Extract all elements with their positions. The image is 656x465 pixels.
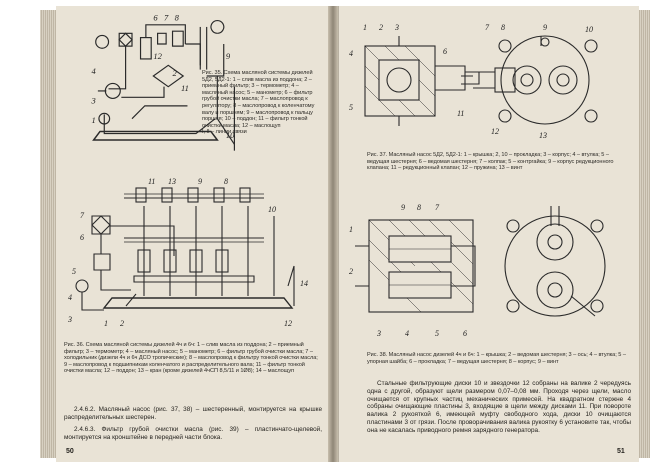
fig36-label-2: 2 [120, 319, 124, 328]
fig36-label-7: 7 [80, 211, 85, 220]
fig35-label-10: 10 [226, 130, 235, 140]
fig38-diagram: 9 8 7 1 2 3 4 5 6 [349, 203, 606, 338]
fig35-label-8: 8 [175, 13, 180, 23]
fig38-label-2: 2 [349, 267, 353, 276]
fig37-label-10: 10 [585, 25, 593, 34]
book-gutter [328, 6, 338, 462]
fig36-label-14: 14 [300, 279, 308, 288]
fig37-label-7: 7 [485, 23, 490, 32]
fig35-label-12: 12 [153, 51, 162, 61]
fig37-label-6: 6 [443, 47, 447, 56]
fig38-label-3: 3 [376, 329, 381, 338]
page-edges-left [40, 10, 56, 458]
fig35-label-6: 6 [153, 13, 158, 23]
fig35-label-9: 9 [226, 51, 231, 61]
fig38-caption: Рис. 38. Масляный насос дизелей 4ч и 6ч:… [367, 352, 626, 365]
left-paragraph-1: 2.4.6.2. Масляный насос (рис. 37, 38) – … [64, 406, 322, 421]
left-page: 6 7 8 4 3 1 2 9 10 11 12 Рис. 35. Схема … [56, 6, 329, 462]
right-paragraph-1: Стальные фильтрующие диски 10 и звездочк… [367, 380, 631, 434]
fig38-label-5: 5 [435, 329, 439, 338]
fig37-label-9: 9 [543, 23, 547, 32]
fig35-label-7: 7 [164, 13, 169, 23]
fig37-label-5: 5 [349, 103, 353, 112]
fig37-label-1: 1 [363, 23, 367, 32]
page-number-left: 50 [66, 448, 74, 455]
fig36-label-1: 1 [104, 319, 108, 328]
fig38-label-4: 4 [405, 329, 409, 338]
fig35-label-3: 3 [90, 96, 95, 106]
fig37-diagram: 1 2 3 4 5 6 7 8 9 10 11 12 13 [349, 23, 598, 140]
fig36-label-9: 9 [198, 177, 202, 186]
fig37-label-4: 4 [349, 49, 353, 58]
right-page: 1 2 3 4 5 6 7 8 9 10 11 12 13 Рис. 37. М… [338, 6, 639, 462]
fig37-label-2: 2 [379, 23, 383, 32]
fig36-label-12: 12 [284, 319, 292, 328]
fig36-label-11: 11 [148, 177, 155, 186]
fig38-label-8: 8 [417, 203, 421, 212]
fig36-label-8: 8 [224, 177, 228, 186]
fig36-label-4: 4 [68, 293, 72, 302]
fig36-label-5: 5 [72, 267, 76, 276]
fig38-label-9: 9 [401, 203, 405, 212]
fig37-label-3: 3 [394, 23, 399, 32]
fig35-label-11: 11 [181, 83, 189, 93]
fig38-label-1: 1 [349, 225, 353, 234]
fig36-caption: Рис. 36. Схема масляной системы дизелей … [64, 342, 318, 375]
fig36-label-3: 3 [67, 315, 72, 324]
fig36-label-13: 13 [168, 177, 176, 186]
fig35-label-1: 1 [91, 115, 95, 125]
fig37-label-8: 8 [501, 23, 505, 32]
fig37-label-11: 11 [457, 109, 464, 118]
fig35-label-4: 4 [91, 66, 96, 76]
page-number-right: 51 [617, 448, 625, 455]
fig36-diagram: 11 13 9 8 7 6 5 4 3 2 1 12 14 10 [67, 177, 308, 328]
fig36-label-6: 6 [80, 233, 84, 242]
fig35-subcaption-text: I, II – линии связи [202, 129, 247, 136]
fig38-label-6: 6 [463, 329, 467, 338]
fig36-label-10: 10 [268, 205, 276, 214]
fig35-caption: Рис. 35. Схема масляной системы дизелей … [202, 70, 322, 136]
fig35-label-2: 2 [173, 68, 178, 78]
left-paragraph-2: 2.4.6.3. Фильтр грубой очистки масла (ри… [64, 426, 322, 441]
fig35-caption-text: Рис. 35. Схема масляной системы дизелей … [202, 70, 315, 129]
fig37-label-13: 13 [539, 131, 547, 140]
page-edges-right [638, 10, 650, 458]
fig37-caption: Рис. 37. Масляный насос 5Д2, 5Д2-1: 1 – … [367, 152, 614, 172]
fig35-diagram: 6 7 8 4 3 1 2 9 10 11 12 [90, 13, 235, 151]
fig38-label-7: 7 [435, 203, 440, 212]
fig37-label-12: 12 [491, 127, 499, 136]
